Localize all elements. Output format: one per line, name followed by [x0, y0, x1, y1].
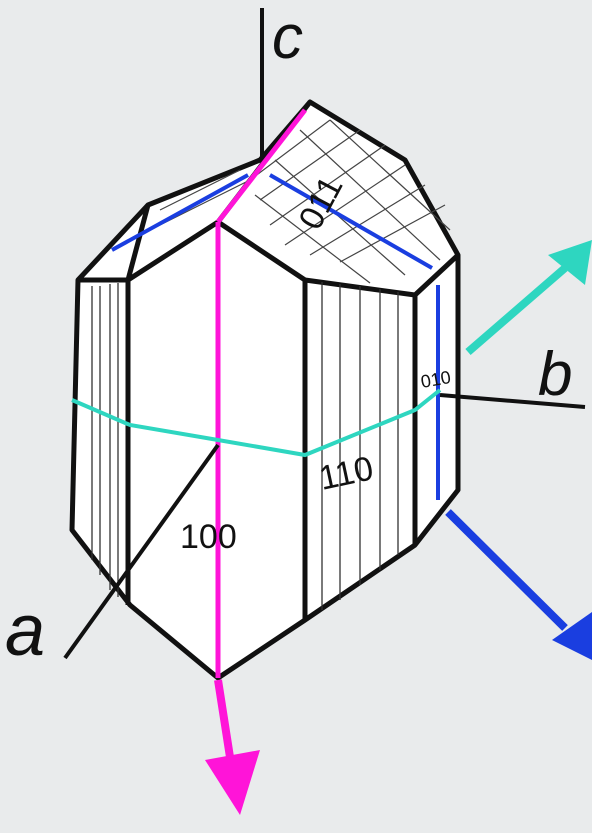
prism-edges [125, 255, 461, 620]
blue-arrow [445, 509, 592, 660]
a-axis-line [63, 443, 220, 660]
axis-label-c: c [272, 3, 303, 72]
striations [91, 282, 399, 610]
magenta-section [215, 108, 307, 678]
hatching [149, 119, 451, 284]
face-label-100: 100 [180, 518, 237, 556]
magenta-arrow [205, 679, 260, 815]
axis-label-a: a [5, 591, 45, 671]
cyan-equator [71, 388, 442, 458]
b-axis-line [439, 393, 586, 409]
cyan-arrow [465, 240, 592, 356]
axis-label-b: b [538, 340, 572, 409]
